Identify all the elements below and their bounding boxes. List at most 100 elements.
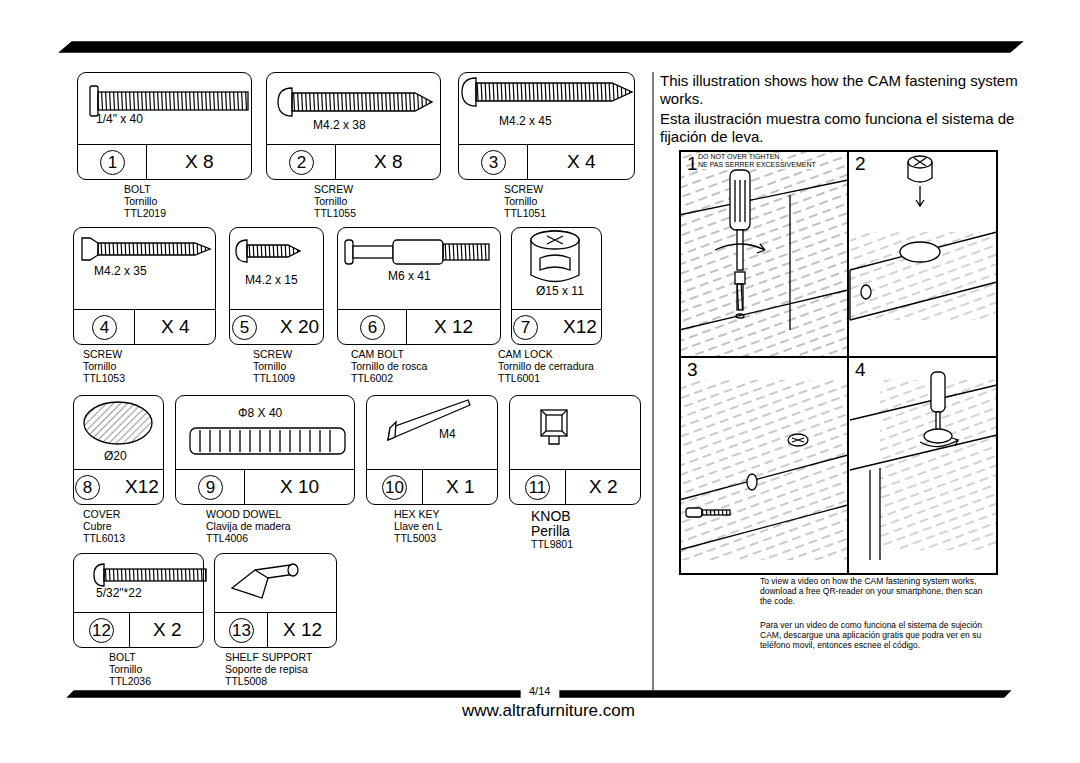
part-name: TTL5003 <box>394 533 436 545</box>
part-name: TTL6001 <box>498 373 540 385</box>
part-name: CAM LOCK <box>498 349 553 361</box>
divider-line <box>406 309 407 344</box>
part-name: Tornillo de cerradura <box>498 361 594 373</box>
size-label: Ø15 x 11 <box>536 285 584 298</box>
part-name: TTL6013 <box>83 533 125 545</box>
divider-line <box>129 612 130 647</box>
part-box: M4.2 x 453X 4SCREWTornilloTTL1051 <box>458 72 635 180</box>
part-box: 13X 12SHELF SUPPORTSoporte de repisaTTL5… <box>214 553 337 648</box>
callout-number: 13 <box>229 618 254 643</box>
callout-number: 12 <box>89 618 114 643</box>
step-number: 2 <box>855 154 866 175</box>
step-panel: 1DO NOT OVER TIGHTEN.NE PAS SERRER EXCES… <box>679 150 849 358</box>
divider-line <box>176 469 354 470</box>
part-name: Clavija de madera <box>206 521 291 533</box>
part-name: TTL6002 <box>351 373 393 385</box>
part-name: Llave en L <box>394 521 442 533</box>
divider-line <box>512 309 601 310</box>
divider-line <box>78 144 251 145</box>
size-label: Φ8 X 40 <box>238 407 282 420</box>
part-name: Tornillo <box>253 361 286 373</box>
quantity: X 20 <box>280 317 319 338</box>
part-name: TTL1053 <box>83 373 125 385</box>
quantity: X12 <box>563 317 597 338</box>
quantity: X 12 <box>283 620 322 641</box>
warning-note: NE PAS SERRER EXCESSIVEMENT <box>698 161 816 169</box>
divider-line <box>422 469 423 504</box>
divider-line <box>267 144 440 145</box>
divider-line <box>134 309 135 344</box>
part-box: M6 x 416X 12CAM BOLTTornillo de roscaTTL… <box>337 227 501 345</box>
part-name: TTL4006 <box>206 533 248 545</box>
part-name: WOOD DOWEL <box>206 509 281 521</box>
part-name: Tornillo <box>504 196 537 208</box>
part-name: KNOB <box>531 509 571 524</box>
callout-number: 7 <box>513 315 538 340</box>
part-name: Perilla <box>531 524 570 539</box>
size-label: 1/4" x 40 <box>96 113 143 126</box>
part-name: Soporte de repisa <box>225 664 308 676</box>
step-number: 4 <box>855 360 866 381</box>
quantity: X 1 <box>446 477 475 498</box>
callout-number: 8 <box>75 475 100 500</box>
quantity: X 2 <box>153 620 182 641</box>
part-name: TTL5008 <box>225 676 267 688</box>
divider-line <box>459 144 634 145</box>
size-label: M4.2 x 45 <box>499 115 552 128</box>
warning-note: DO NOT OVER TIGHTEN. <box>698 153 781 161</box>
quantity: X 12 <box>434 317 473 338</box>
callout-number: 2 <box>289 150 314 175</box>
part-box: Ø15 x 117X12CAM LOCKTornillo de cerradur… <box>511 227 602 345</box>
part-name: Tornillo de rosca <box>351 361 427 373</box>
divider-line <box>267 612 268 647</box>
part-box: 5/32"*2212X 2BOLTTornilloTTL2036 <box>73 553 204 648</box>
callout-number: 11 <box>525 475 550 500</box>
part-name: TTL1009 <box>253 373 295 385</box>
quantity: X 8 <box>185 152 214 173</box>
part-name: TTL2036 <box>109 676 151 688</box>
callout-number: 10 <box>382 475 407 500</box>
part-box: M4.2 x 354X 4SCREWTornilloTTL1053 <box>73 227 216 345</box>
step-number: 1 <box>687 154 698 175</box>
divider-line <box>74 612 203 613</box>
divider-line <box>527 144 528 179</box>
divider-line <box>215 612 336 613</box>
divider-line <box>230 309 323 310</box>
size-label: 5/32"*22 <box>96 587 142 600</box>
size-label: M4.2 x 35 <box>94 265 147 278</box>
callout-number: 9 <box>198 475 223 500</box>
part-name: TTL1051 <box>504 208 546 220</box>
callout-number: 1 <box>100 150 125 175</box>
part-name: Cubre <box>83 521 112 533</box>
part-name: COVER <box>83 509 120 521</box>
part-name: BOLT <box>124 184 151 196</box>
quantity: X 4 <box>161 317 190 338</box>
part-box: M4.2 x 155X 20SCREWTornilloTTL1009 <box>229 227 324 345</box>
quantity: X 2 <box>589 477 618 498</box>
divider-line <box>367 469 497 470</box>
divider-line <box>74 469 163 470</box>
size-label: Ø20 <box>104 450 127 463</box>
part-name: Tornillo <box>124 196 157 208</box>
step-panel: 2 <box>847 150 998 358</box>
note-text: To view a video on how the CAM fastening… <box>760 576 992 607</box>
part-box: M410X 1HEX KEYLlave en LTTL5003 <box>366 395 498 505</box>
divider-line <box>338 309 500 310</box>
divider-line <box>244 469 245 504</box>
part-name: HEX KEY <box>394 509 440 521</box>
divider-line <box>335 144 336 179</box>
note-text: Esta ilustración muestra como funciona e… <box>660 110 1040 146</box>
step-number: 3 <box>687 360 698 381</box>
part-name: SCREW <box>314 184 353 196</box>
quantity: X12 <box>125 477 159 498</box>
quantity: X 10 <box>280 477 319 498</box>
divider-line <box>510 469 640 470</box>
divider-line <box>146 144 147 179</box>
note-text: This illustration shows how the CAM fast… <box>660 72 1040 108</box>
quantity: X 8 <box>374 152 403 173</box>
part-name: SCREW <box>253 349 292 361</box>
part-name: TTL9801 <box>531 539 573 551</box>
callout-number: 3 <box>481 150 506 175</box>
divider-line <box>74 309 215 310</box>
